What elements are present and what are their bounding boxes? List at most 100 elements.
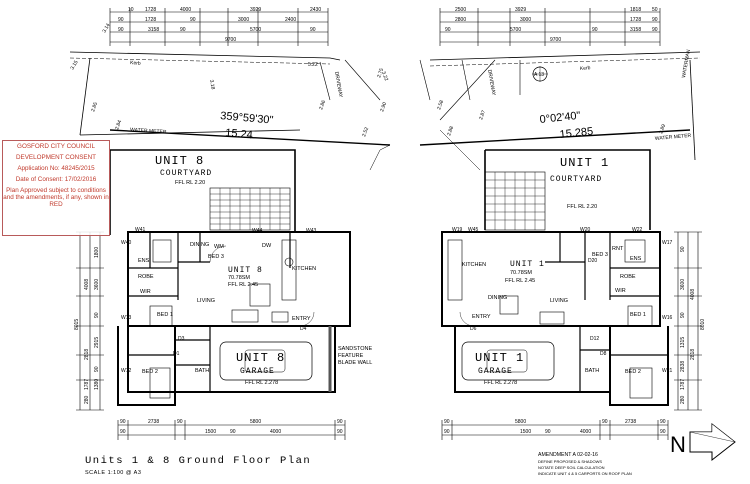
dim-l-10: 4008 [84,279,90,290]
dim-r-6: 280 [680,395,686,404]
dim-tr-r1-2: 1818 [630,7,641,13]
door-d1: D1 [173,351,180,357]
dim-tl-r2-4: 2400 [285,17,296,23]
consent-type: DEVELOPMENT CONSENT [15,154,96,161]
unit8-room-bed3: BED 3 [208,254,224,260]
unit8-room-robe: ROBE [138,274,154,280]
dim-l-0: 1800 [94,247,100,258]
dim-br-r1-0: 90 [444,419,450,425]
door-d20: D20 [588,258,597,264]
north-label: N [670,432,686,457]
dims-bottom-right: 90 5800 90 2738 90 90 1500 90 4000 90 [441,419,669,440]
dim-bl-r2-4: 90 [337,429,343,435]
unit1-courtyard-ffl: FFL RL 2.20 [567,204,597,210]
dim-bl-r1-3: 5800 [250,419,261,425]
dim-tr-r2-0: 2800 [455,17,466,23]
win-w22: W22 [632,227,643,233]
unit8-room-bed2: BED 2 [142,369,158,375]
consent-stamp: GOSFORD CITY COUNCIL DEVELOPMENT CONSENT… [2,140,110,236]
dim-tl-total: 9700 [225,37,236,43]
spot-6: 2.52 [361,126,370,137]
unit8-unit-label: UNIT 8 [228,266,263,275]
dim-br-r1-3: 2738 [625,419,636,425]
amendment-item-1: NOTATE DEEP SOIL CALCULATION [538,465,605,470]
spot-12: 2.88 [446,125,455,136]
dim-br-r2-2: 90 [545,429,551,435]
dim-tr-r3-1: 5700 [510,27,521,33]
unit8-room-wir: WIR [140,289,151,295]
dim-br-r1-1: 5800 [515,419,526,425]
dim-tl-r3-3: 5700 [250,27,261,33]
dim-tl-r2-2: 90 [190,17,196,23]
dim-tr-r3-2: 90 [592,27,598,33]
dim-l-6: 1787 [84,379,90,390]
unit1-room-entry: ENTRY [472,314,491,320]
dims-right: 90 3600 8010 4008 90 2818 280 1787 1315 … [674,231,706,411]
spot-3: 3.18 [208,79,216,90]
dim-tr-r1-3: 50 [652,7,658,13]
section-tag-label: A 13 [534,72,544,78]
dim-tr-r3-0: 90 [445,27,451,33]
dim-l-3: 2915 [94,337,100,348]
unit1-room-rnt: RNT [612,246,624,252]
win-w19: W19 [452,227,463,233]
door-d3: D3 [178,336,185,342]
dim-tl-r1-0: 10 [128,7,134,13]
dims-left: 1800 3600 90 2915 90 1380 1787 280 2818 … [74,231,104,411]
unit1-area: 70.78SM [510,270,532,276]
plan-title: Units 1 & 8 Ground Floor Plan [85,455,311,467]
dim-tl-r1-4: 2430 [310,7,321,13]
win-w40: W40 [121,240,132,246]
unit8-note-1: FEATURE [338,353,364,359]
amendment-item-0: DEFINE PROPOSED & SHADOWS [538,459,602,464]
spot-13: 2.87 [478,109,487,120]
dim-bl-r1-0: 90 [120,419,126,425]
unit1-courtyard-label: COURTYARD [550,175,602,184]
spot-0: 5.22 [308,62,318,68]
win-w41: W41 [135,227,146,233]
dim-br-r2-1: 1500 [520,429,531,435]
unit8-room-dw: DW [262,243,272,249]
dim-r-3: 4008 [690,289,696,300]
section-tag: A 13 [532,66,548,82]
spot-9: 2.58 [436,99,445,110]
unit8-garage-label: GARAGE [240,367,275,376]
dim-tl-r1-1: 1728 [145,7,156,13]
unit8-courtyard-ffl: FFL RL 2.20 [175,180,205,186]
dim-r-7: 1787 [680,379,686,390]
unit8-garage-ffl: FFL RL 2.278 [245,380,278,386]
bearing-right: 0°02'40" [539,110,581,126]
unit1-room-bed1: BED 1 [630,312,646,318]
dim-tr-r1-0: 2500 [455,7,466,13]
dim-tr-total: 9700 [550,37,561,43]
spot-levels: 5.22 3.14 3.15 3.18 2.85 2.84 2.52 2.86 … [70,22,668,137]
unit8-room-kitchen: KITCHEN [292,266,316,272]
dim-tr-r2-2: 1728 [630,17,641,23]
dim-r-8: 1315 [680,337,686,348]
spot-2: 3.15 [70,59,80,71]
unit1-room-bed3: BED 3 [592,252,608,258]
street-boundary [69,51,701,171]
door-d8: D8 [600,351,607,357]
unit1-title: UNIT 1 [560,156,609,170]
dim-bl-r2-3: 4000 [270,429,281,435]
dim-l-1: 3600 [94,279,100,290]
unit8-room-living: LIVING [197,298,215,304]
dim-tr-r3-4: 90 [652,27,658,33]
unit8-room-wm: WM [214,244,224,250]
dim-l-7: 280 [84,395,90,404]
spot-11: 2.75 [376,67,385,78]
spot-5: 2.84 [114,119,123,130]
win-w44: W44 [252,228,263,234]
spot-7: 2.86 [318,99,327,110]
unit1-room-ens: ENS [630,256,642,262]
unit8-note-0: SANDSTONE [338,346,372,352]
dims-bottom-left: 90 2738 90 5800 90 90 1500 90 4000 90 [117,419,346,440]
dim-r-4: 90 [680,312,686,318]
dim-r-2: 8010 [700,319,706,330]
unit1-room-bath: BATH [585,368,599,374]
spot-1: 3.14 [102,22,112,34]
dim-r-9: 2838 [680,361,686,372]
dim-br-r1-2: 90 [602,419,608,425]
